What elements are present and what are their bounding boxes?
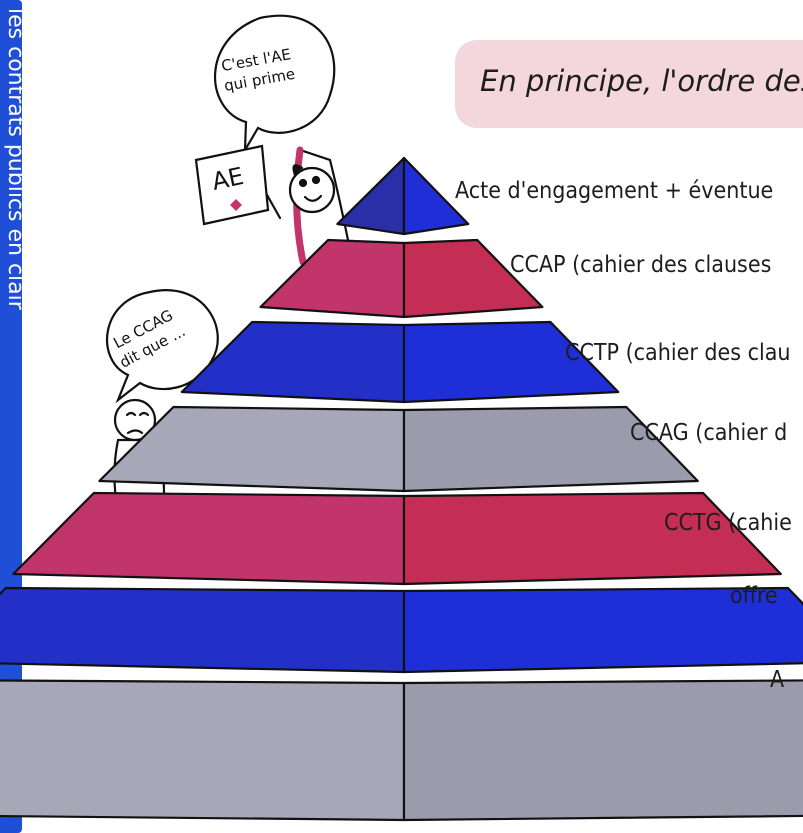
level-label-3: CCTP (cahier des clau — [565, 340, 791, 366]
pyramid-level-4-right-face — [402, 405, 699, 493]
pyramid-level-6-right-face — [402, 586, 803, 674]
pyramid-level-1-left-face — [336, 156, 406, 236]
speech-bubble-left — [106, 289, 219, 404]
sign-text: AE — [209, 162, 246, 196]
speech-bubble-top — [214, 14, 336, 151]
pyramid-level-2-left-face — [259, 238, 406, 319]
banner-box — [455, 40, 803, 128]
pyramid-level-3-right-face — [402, 320, 620, 404]
level-label-7: A — [770, 667, 785, 693]
pyramid-level-5-left-face — [12, 491, 406, 586]
level-label-5: CCTG (cahie — [664, 510, 792, 536]
sidebar-title-svg: les contrats publics en clair — [3, 8, 28, 311]
pyramid-level-2-right-face — [402, 238, 544, 319]
pyramid-level-7-right-face — [402, 679, 803, 822]
level-label-4: CCAG (cahier d — [630, 420, 788, 446]
pyramid-level-7-left-face — [0, 679, 406, 822]
pyramid-levels — [0, 156, 803, 822]
level-label-6: offre — [730, 583, 778, 609]
level-label-2: CCAP (cahier des clauses — [510, 252, 772, 278]
pyramid-level-6-left-face — [0, 586, 406, 674]
sidebar-title: les contrats publics en clair — [3, 8, 28, 311]
pyramid-level-5-right-face — [402, 491, 782, 586]
sign-board — [194, 144, 270, 226]
sign-mark-icon — [230, 199, 242, 211]
pyramid-level-1-right-face — [402, 156, 470, 236]
level-label-1: Acte d'engagement + éventue — [455, 178, 774, 204]
banner-title: En principe, l'ordre des — [480, 64, 803, 98]
